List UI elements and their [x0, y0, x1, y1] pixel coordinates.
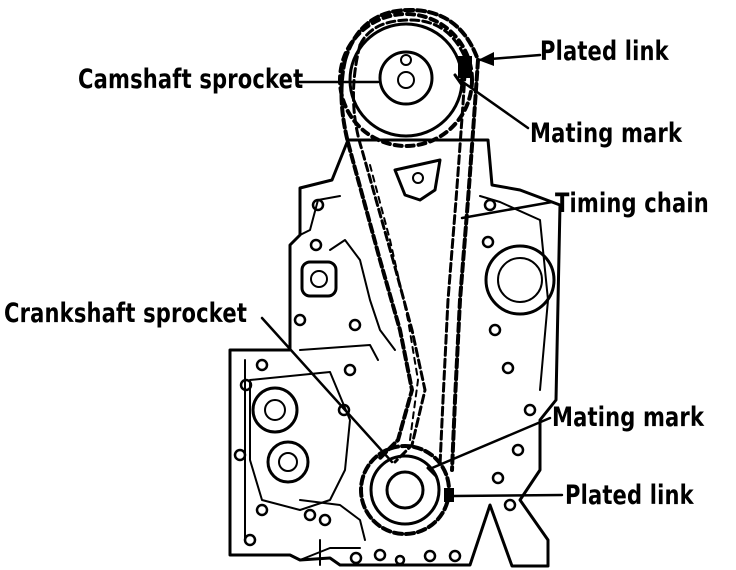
leader-crankshaft-sprocket	[260, 316, 394, 464]
label-camshaft-sprocket: Camshaft sprocket	[78, 64, 304, 95]
label-plated-link-bottom: Plated link	[565, 480, 694, 511]
label-crankshaft-sprocket: Crankshaft sprocket	[4, 298, 248, 329]
camshaft-hub	[378, 50, 434, 106]
bolt-holes	[233, 198, 537, 566]
crankshaft-hub	[385, 470, 425, 510]
mating-mark-bottom-notch	[426, 466, 438, 478]
block-left-bulge	[329, 239, 396, 351]
label-timing-chain: Timing chain	[555, 188, 709, 219]
crankshaft-chain-wrap	[359, 444, 451, 536]
label-mating-mark-top: Mating mark	[530, 118, 683, 149]
leader-mating-mark-bottom	[430, 416, 552, 470]
leader-plated-link-bottom	[452, 493, 564, 498]
oil-pump-boss-upper	[251, 386, 299, 434]
plated-link-bottom-marker	[444, 488, 454, 502]
camshaft-sprocket-teeth	[338, 12, 474, 148]
oil-pump-boss-lower	[266, 440, 310, 484]
timing-chain-left-outer	[339, 58, 414, 462]
camshaft-sprocket	[348, 22, 464, 138]
leader-mating-mark-top	[458, 78, 530, 130]
timing-chain-top-inner	[358, 18, 468, 62]
leader-timing-chain	[460, 200, 554, 220]
left-port	[300, 260, 338, 298]
mating-mark-top-notch	[453, 73, 464, 87]
chain-tensioner	[393, 158, 442, 202]
timing-chain-left-inner	[351, 43, 427, 464]
label-mating-mark-bottom: Mating mark	[552, 402, 705, 433]
timing-chain-top-outer	[343, 8, 480, 62]
arrow-plated-link-top	[478, 52, 494, 66]
timing-chain-right-inner	[438, 58, 468, 467]
crankshaft-sprocket	[369, 454, 441, 526]
engine-block-outline	[228, 138, 562, 568]
right-boss-outer	[484, 244, 556, 316]
plated-link-top-marker	[458, 56, 472, 78]
label-plated-link-top: Plated link	[540, 36, 669, 67]
right-boss-inner	[497, 257, 543, 303]
timing-chain-right-outer	[450, 58, 480, 472]
